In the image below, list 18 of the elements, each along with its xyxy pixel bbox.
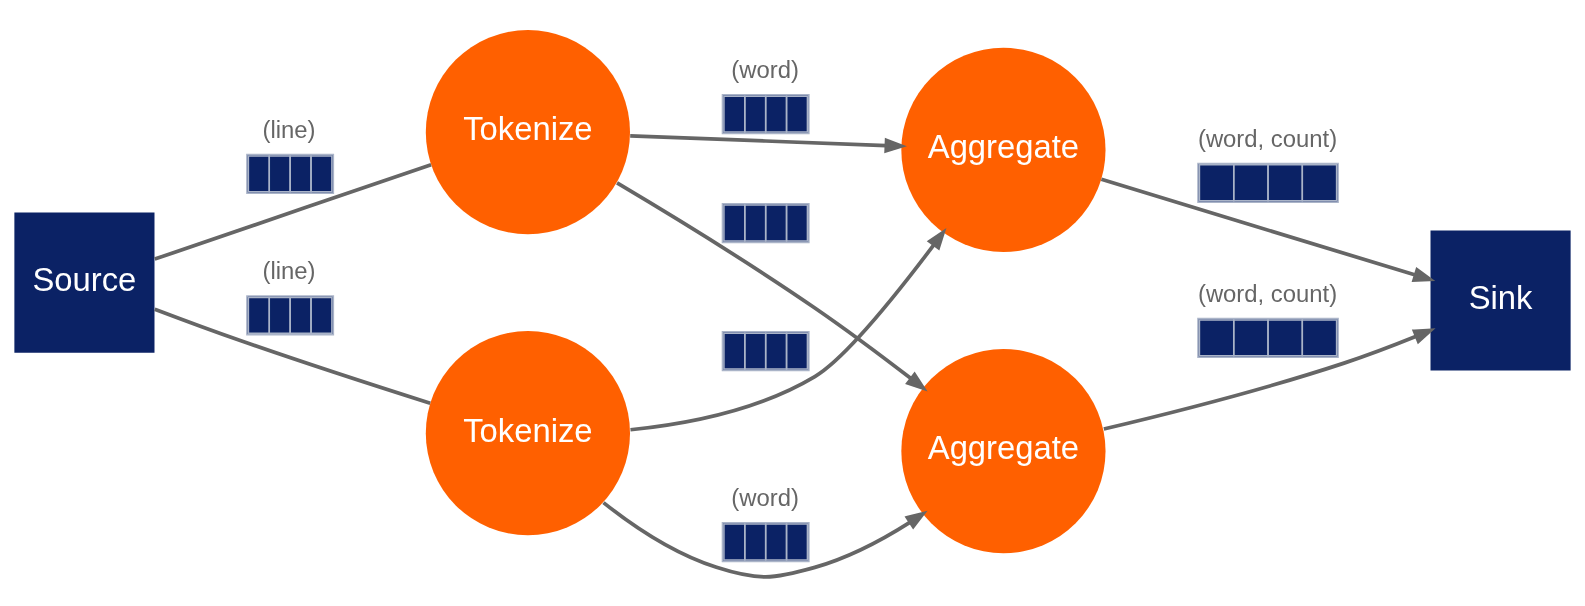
edge-label: (line) bbox=[262, 256, 316, 284]
arrow bbox=[630, 227, 947, 432]
edge-label: (word, count) bbox=[1197, 279, 1338, 307]
connector bbox=[154, 306, 431, 405]
arrow bbox=[1103, 327, 1436, 431]
arrow bbox=[1100, 177, 1436, 282]
arrow bbox=[602, 500, 928, 579]
edge-label: (word) bbox=[731, 483, 799, 511]
edge-label: (word, count) bbox=[1197, 124, 1338, 152]
edge-label: (word) bbox=[731, 55, 799, 83]
node-circle: Tokenize bbox=[425, 29, 630, 234]
node-box: Sink bbox=[1430, 229, 1571, 371]
arrow bbox=[616, 180, 928, 391]
node-box: Source bbox=[14, 212, 155, 353]
edge-label: (line) bbox=[262, 115, 316, 143]
connector bbox=[154, 162, 432, 261]
arrow bbox=[630, 133, 907, 153]
node-circle: Tokenize bbox=[425, 330, 630, 535]
